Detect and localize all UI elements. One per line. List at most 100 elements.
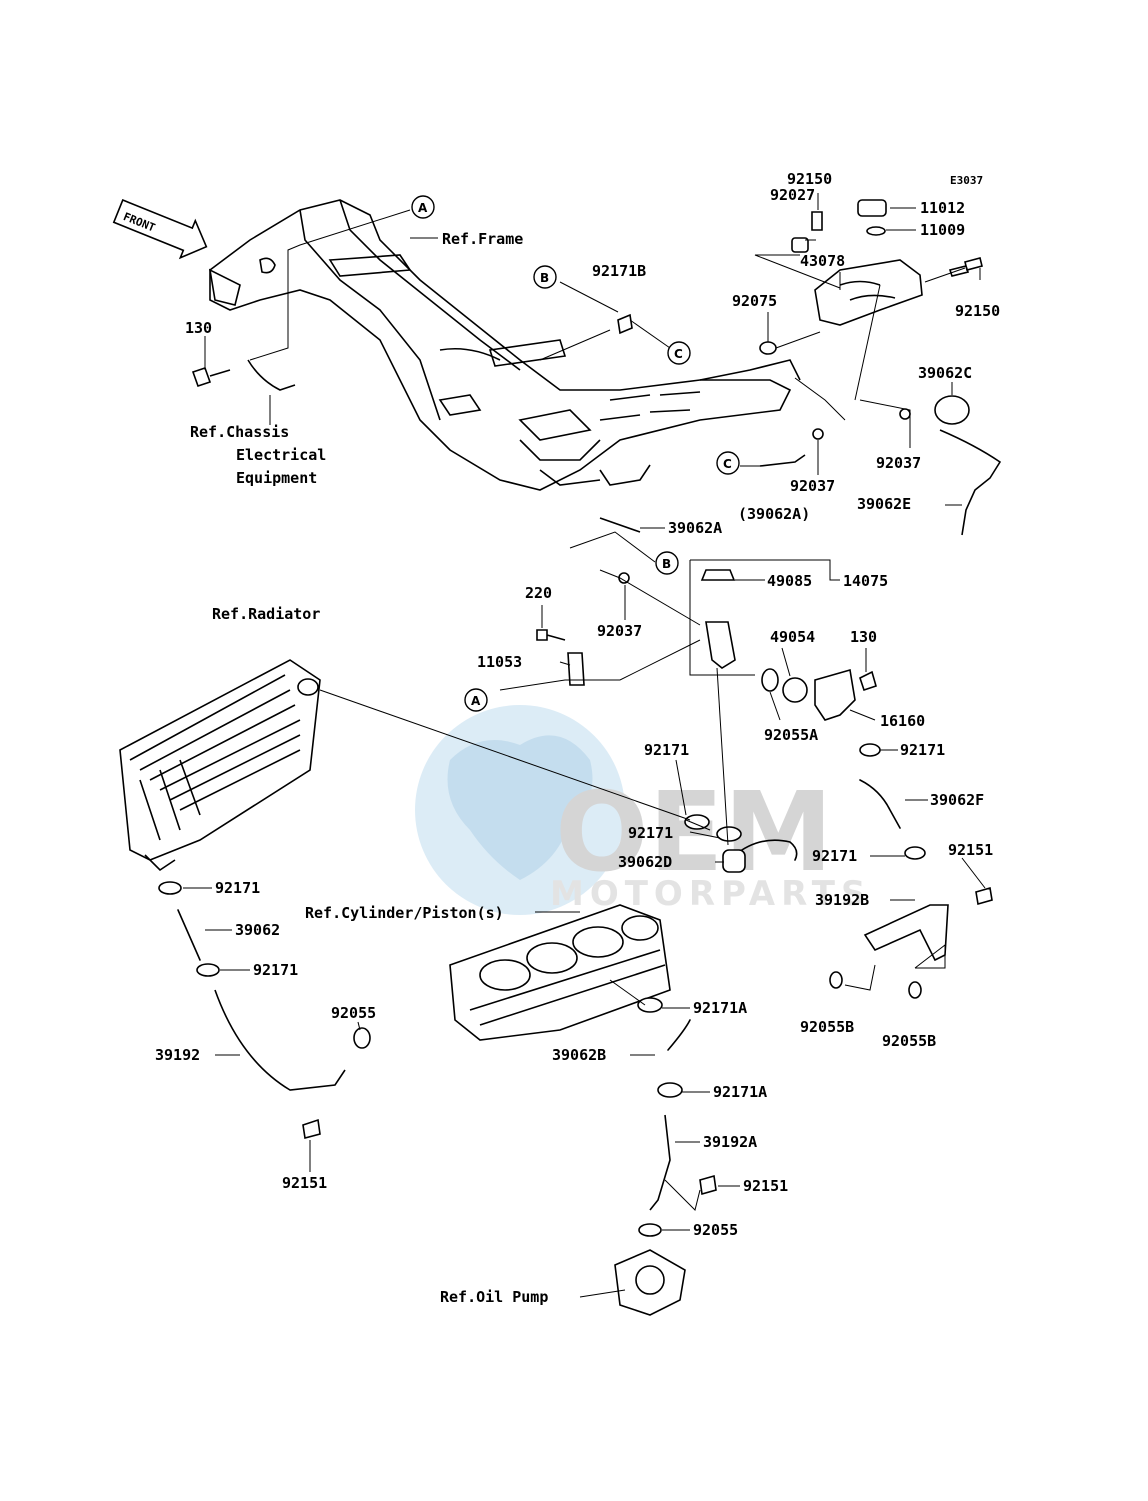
part-92037-mid-clip-icon (812, 428, 824, 440)
svg-text:C: C (674, 347, 683, 361)
label-16160: 16160 (880, 712, 925, 730)
part-92171-l1-clamp-icon (158, 881, 182, 895)
label-39062E: 39062E (857, 495, 911, 513)
leader-lines (183, 193, 986, 1298)
ref-chassis-label-2: Electrical (236, 446, 326, 464)
chassis-bracket-shape (247, 359, 296, 391)
label-39062D: 39062D (618, 853, 672, 871)
part-39062E-hose-icon (939, 429, 1002, 536)
part-39192A-pipe-icon (649, 1114, 671, 1211)
label-92150-top: 92150 (787, 170, 832, 188)
label-92075: 92075 (732, 292, 777, 310)
part-92037-clip-icon (899, 408, 911, 420)
label-14075: 14075 (843, 572, 888, 590)
label-92171-c2: 92171 (628, 824, 673, 842)
svg-text:A: A (418, 201, 428, 215)
part-39062B-elbow-icon (667, 1019, 691, 1051)
part-220-bolt-icon (536, 629, 566, 641)
part-92151-c-bolt-icon (699, 1174, 717, 1196)
label-39062A-paren: (39062A) (738, 505, 810, 523)
part-11009-oring-icon (866, 226, 886, 236)
part-39062D-elbow-icon (722, 849, 746, 873)
part-92171-r1-clamp-icon (859, 743, 881, 757)
part-92171B-clip-icon (617, 313, 633, 335)
watermark-globe-icon (415, 705, 625, 915)
svg-text:A: A (471, 694, 481, 708)
part-11053-bracket-icon (567, 652, 585, 686)
ref-cylinder-label: Ref.Cylinder/Piston(s) (305, 904, 504, 922)
part-92150-right-bolt-icon (948, 257, 983, 277)
label-92150-right: 92150 (955, 302, 1000, 320)
label-39062C: 39062C (918, 364, 972, 382)
label-220: 220 (525, 584, 552, 602)
watermark: OEM MOTORPARTS (415, 705, 871, 915)
svg-text:B: B (662, 557, 671, 571)
label-92151-c: 92151 (743, 1177, 788, 1195)
label-39192A: 39192A (703, 1133, 757, 1151)
ref-chassis-label-3: Equipment (236, 469, 317, 487)
label-92055-c: 92055 (693, 1221, 738, 1239)
label-92037-mid: 92037 (790, 477, 835, 495)
oil-pump-shape (614, 1249, 686, 1316)
label-130-left: 130 (185, 319, 212, 337)
part-92151-r-bolt-icon (975, 886, 993, 906)
part-49054-thermostat-icon (782, 677, 808, 703)
part-92055B-1-oring-icon (829, 971, 843, 989)
label-92171B: 92171B (592, 262, 646, 280)
label-39062F: 39062F (930, 791, 984, 809)
label-92171-c1: 92171 (644, 741, 689, 759)
label-43078: 43078 (800, 252, 845, 270)
label-49085: 49085 (767, 572, 812, 590)
part-92027-grommet-icon (791, 237, 809, 253)
label-92151-r: 92151 (948, 841, 993, 859)
part-43078-shape (814, 259, 923, 326)
label-92055B-2: 92055B (882, 1032, 936, 1050)
label-92151-l: 92151 (282, 1174, 327, 1192)
part-14075-neck-icon (705, 621, 736, 669)
front-arrow-icon (112, 198, 208, 260)
callout-A-top: A (411, 195, 435, 219)
label-49054: 49054 (770, 628, 815, 646)
label-39062A: 39062A (668, 519, 722, 537)
part-92171-r2-clamp-icon (904, 846, 926, 860)
svg-text:C: C (723, 457, 732, 471)
label-92027: 92027 (770, 186, 815, 204)
part-92055-oring-icon (353, 1027, 371, 1049)
part-39062A-paren-hose-icon (759, 454, 806, 467)
label-92171-r2: 92171 (812, 847, 857, 865)
label-130-right: 130 (850, 628, 877, 646)
ref-oil-pump-label: Ref.Oil Pump (440, 1288, 548, 1306)
ref-frame-label: Ref.Frame (442, 230, 523, 248)
callout-C-mid: C (716, 451, 740, 475)
part-92055A-oring-icon (761, 668, 779, 692)
ref-radiator-label: Ref.Radiator (212, 605, 320, 623)
radiator-drawing (119, 659, 321, 872)
callout-C-top: C (667, 341, 691, 365)
part-92171A-2-clamp-icon (657, 1082, 683, 1098)
part-130-right-bolt-icon (859, 670, 877, 692)
part-92150-bolt-icon (811, 211, 823, 231)
part-39192B-pipe-icon (863, 904, 949, 962)
part-39062A-hose-icon (599, 517, 641, 533)
part-16160-housing-icon (814, 668, 856, 721)
ref-chassis-label-1: Ref.Chassis (190, 423, 289, 441)
part-11012-cap-icon (857, 199, 887, 217)
part-92151-l-bolt-icon (302, 1118, 321, 1140)
label-92171-r1: 92171 (900, 741, 945, 759)
part-39192-pipe-icon (214, 989, 346, 1091)
label-39192B: 39192B (815, 891, 869, 909)
part-92055B-2-oring-icon (908, 981, 922, 999)
part-39062C-loop-icon (934, 395, 970, 425)
label-92055A: 92055A (764, 726, 818, 744)
part-130-left-bolt-icon (191, 366, 231, 388)
front-arrow: FRONT (112, 198, 208, 260)
svg-text:B: B (540, 271, 549, 285)
label-92171-l1: 92171 (215, 879, 260, 897)
part-39062F-hose-icon (859, 779, 901, 829)
part-49085-cap-icon (700, 569, 736, 581)
watermark-sub: MOTORPARTS (550, 874, 871, 914)
diagram-code: E3037 (950, 174, 983, 187)
label-11012: 11012 (920, 199, 965, 217)
part-92055-c-oring-icon (638, 1223, 662, 1237)
